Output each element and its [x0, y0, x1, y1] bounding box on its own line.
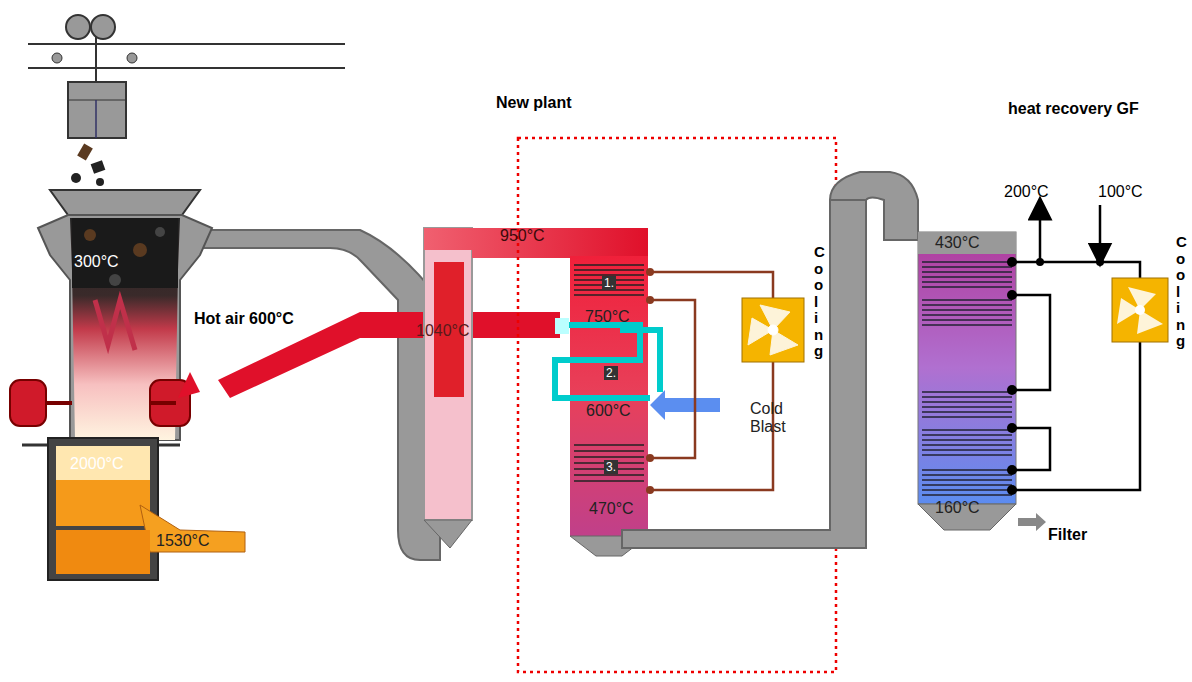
- temperature: 600°C: [586, 402, 631, 420]
- coil-tube: [922, 474, 1012, 476]
- coil-tube: [922, 439, 1012, 441]
- temperature: 160°C: [935, 499, 980, 517]
- coil-tube: [922, 299, 1012, 301]
- temperature: 200°C: [1004, 183, 1049, 201]
- coil-tube: [922, 494, 1012, 496]
- coil-tube: [574, 474, 644, 476]
- coil-tube: [922, 406, 1012, 408]
- coil-tube: [922, 401, 1012, 403]
- coil-tube: [922, 469, 1012, 471]
- coil-tube: [922, 286, 1012, 288]
- outlet-label: Filter: [1048, 526, 1087, 544]
- temperature: 1530°C: [156, 532, 210, 550]
- coil-tube: [922, 411, 1012, 413]
- coil-tube: [922, 416, 1012, 418]
- temperature: 950°C: [500, 227, 545, 245]
- coil-tube: [574, 480, 644, 482]
- coil-tube: [922, 276, 1012, 278]
- coil-tube: [574, 444, 644, 446]
- coil-tube: [922, 324, 1012, 326]
- coil-tube: [922, 444, 1012, 446]
- coil-tube: [922, 429, 1012, 431]
- temperature: 100°C: [1098, 183, 1143, 201]
- cooling-label: Cooling: [814, 244, 820, 360]
- coil-tube: [574, 450, 644, 452]
- temperature: 750°C: [585, 308, 630, 326]
- callout-number: 1.: [602, 276, 616, 290]
- callout-number: 2.: [604, 366, 618, 380]
- temperature: 430°C: [935, 234, 980, 252]
- temperature: 2000°C: [70, 455, 124, 473]
- coil-tube: [922, 319, 1012, 321]
- region-title: New plant: [496, 94, 572, 112]
- temperature: 470°C: [589, 500, 634, 518]
- flow-label: Cold Blast: [750, 400, 810, 436]
- coil-tube: [922, 314, 1012, 316]
- coil-tube: [922, 479, 1012, 481]
- coil-tube: [574, 456, 644, 458]
- coil-tube: [922, 391, 1012, 393]
- coil-tube: [922, 454, 1012, 456]
- flow-label: Hot air 600°C: [194, 310, 294, 328]
- coil-tube: [574, 294, 644, 296]
- coil-tube: [574, 269, 644, 271]
- coil-tube: [922, 396, 1012, 398]
- callout-number: 3.: [604, 460, 618, 474]
- coil-tube: [922, 261, 1012, 263]
- cooling-label: Cooling: [1176, 234, 1182, 350]
- coil-tube: [922, 449, 1012, 451]
- temperature: 1040°C: [416, 322, 470, 340]
- temperature: 300°C: [74, 253, 119, 271]
- coil-tube: [922, 304, 1012, 306]
- coil-tube: [922, 266, 1012, 268]
- coil-tube: [922, 484, 1012, 486]
- coil-tube: [922, 309, 1012, 311]
- coil-tube: [922, 271, 1012, 273]
- coil-tube: [922, 489, 1012, 491]
- section-title: heat recovery GF: [1008, 100, 1139, 118]
- coil-tube: [922, 281, 1012, 283]
- coil-tube: [574, 264, 644, 266]
- coil-tube: [922, 434, 1012, 436]
